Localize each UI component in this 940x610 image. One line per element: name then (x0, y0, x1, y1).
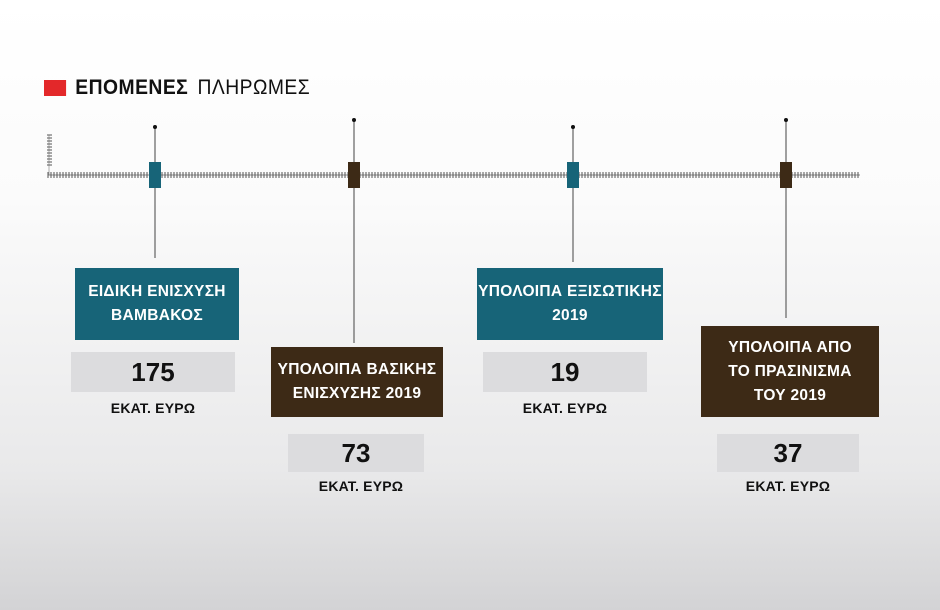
payment-label-line: ΤΟΥ 2019 (753, 386, 827, 404)
payment-label-box: ΥΠΟΛΟΙΠΑ ΕΞΙΣΩΤΙΚΗΣ 2019 (477, 268, 663, 340)
title-bold: ΕΠΟΜΕΝΕΣ (75, 76, 189, 99)
payment-label-line: ΒΑΜΒΑΚΟΣ (111, 307, 203, 324)
payment-value: 175 (71, 352, 235, 392)
payment-unit: ΕΚΑΤ. ΕΥΡΩ (522, 400, 608, 416)
timeline-marker (149, 162, 161, 188)
payment-label-line: ΥΠΟΛΟΙΠΑ ΕΞΙΣΩΤΙΚΗΣ (478, 283, 662, 300)
connector-dot (784, 118, 788, 122)
payment-value: 37 (717, 434, 859, 472)
payment-unit: ΕΚΑΤ. ΕΥΡΩ (745, 478, 831, 494)
payment-value: 73 (288, 434, 424, 472)
payment-label-line: ΤΟ ΠΡΑΣΙΝΙΣΜΑ (728, 362, 852, 380)
payment-label-box: ΥΠΟΛΟΙΠΑ ΑΠΟ ΤΟ ΠΡΑΣΙΝΙΣΜΑ ΤΟΥ 2019 (701, 326, 879, 417)
payment-label-box: ΥΠΟΛΟΙΠΑ ΒΑΣΙΚΗΣ ΕΝΙΣΧΥΣΗΣ 2019 (271, 347, 443, 417)
payment-label-line: ΕΙΔΙΚΗ ΕΝΙΣΧΥΣΗ (88, 283, 226, 300)
title-light: ΠΛΗΡΩΜΕΣ (197, 76, 311, 99)
payment-unit: ΕΚΑΤ. ΕΥΡΩ (110, 400, 196, 416)
payment-label-line: ΥΠΟΛΟΙΠΑ ΒΑΣΙΚΗΣ (277, 361, 437, 378)
payment-label-line: ΥΠΟΛΟΙΠΑ ΑΠΟ (728, 338, 852, 356)
connector-dot (352, 118, 356, 122)
timeline-marker (780, 162, 792, 188)
timeline-marker (348, 162, 360, 188)
connector-dot (153, 125, 157, 129)
payment-label-line: 2019 (552, 307, 588, 324)
timeline-marker (567, 162, 579, 188)
connector-dot (571, 125, 575, 129)
chart-title: ΕΠΟΜΕΝΕΣ ΠΛΗΡΩΜΕΣ (44, 76, 310, 100)
payment-unit: ΕΚΑΤ. ΕΥΡΩ (318, 478, 404, 494)
payment-label-box: ΕΙΔΙΚΗ ΕΝΙΣΧΥΣΗ ΒΑΜΒΑΚΟΣ (75, 268, 239, 340)
payment-value: 19 (483, 352, 647, 392)
payment-label-line: ΕΝΙΣΧΥΣΗΣ 2019 (292, 385, 422, 402)
red-square-icon (44, 80, 67, 96)
